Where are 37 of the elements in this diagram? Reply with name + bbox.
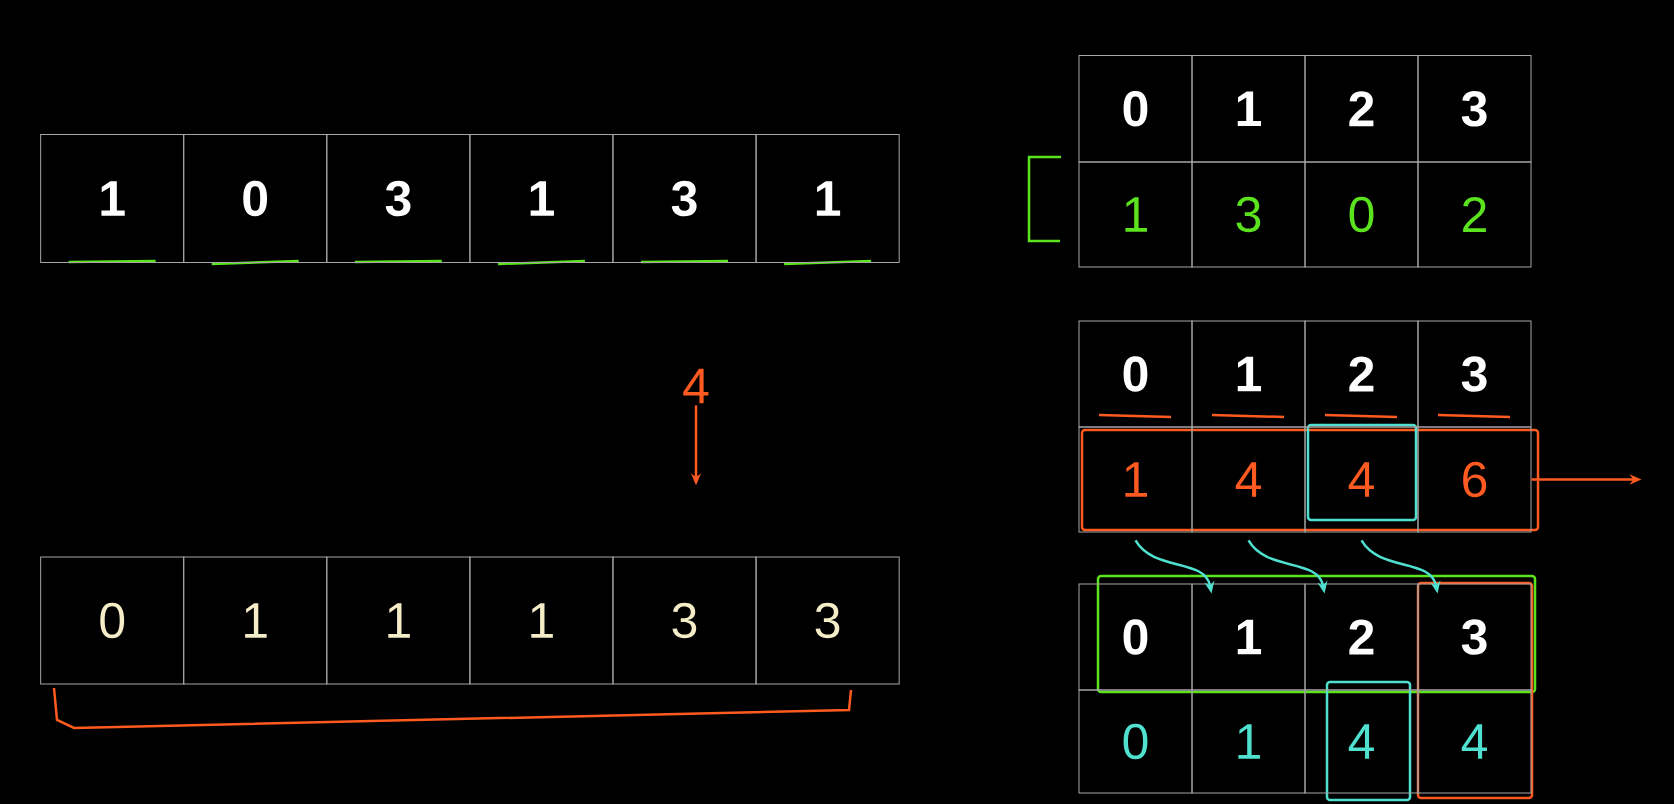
- array-cell: 0: [40, 556, 185, 685]
- array-cell: 1: [183, 556, 328, 685]
- array-cell: 1: [1191, 583, 1306, 691]
- array-cell: 1: [755, 134, 900, 263]
- array-cell: 1: [1191, 689, 1306, 794]
- array-cell: 3: [1417, 320, 1532, 428]
- array-cell: 1: [40, 134, 185, 263]
- array-cell: 3: [1191, 161, 1306, 268]
- array-cell: 0: [1304, 161, 1419, 268]
- array-cell: 1: [469, 556, 614, 685]
- array-cell: 3: [612, 556, 757, 685]
- array-cell: 1: [1191, 320, 1306, 428]
- number-label: 4: [683, 368, 709, 404]
- array-cell: 0: [1078, 689, 1193, 794]
- array-cell: 3: [755, 556, 900, 685]
- array-cell: 3: [612, 134, 757, 263]
- array-cell: 0: [1078, 583, 1193, 691]
- array-cell: 4: [1417, 689, 1532, 794]
- array-cell: 3: [326, 134, 471, 263]
- array-cell: 4: [1304, 689, 1419, 794]
- array-cell: 4: [1304, 426, 1419, 533]
- array-cell: 2: [1304, 55, 1419, 163]
- array-cell: 1: [1078, 161, 1193, 268]
- array-cell: 3: [1417, 55, 1532, 163]
- array-cell: 0: [1078, 55, 1193, 163]
- array-cell: 6: [1417, 426, 1532, 533]
- array-cell: 3: [1417, 583, 1532, 691]
- array-cell: 2: [1417, 161, 1532, 268]
- array-cell: 1: [469, 134, 614, 263]
- array-cell: 1: [1078, 426, 1193, 533]
- array-cell: 2: [1304, 583, 1419, 691]
- array-cell: 4: [1191, 426, 1306, 533]
- array-cell: 0: [1078, 320, 1193, 428]
- array-cell: 2: [1304, 320, 1419, 428]
- array-cell: 0: [183, 134, 328, 263]
- array-cell: 1: [326, 556, 471, 685]
- array-cell: 1: [1191, 55, 1306, 163]
